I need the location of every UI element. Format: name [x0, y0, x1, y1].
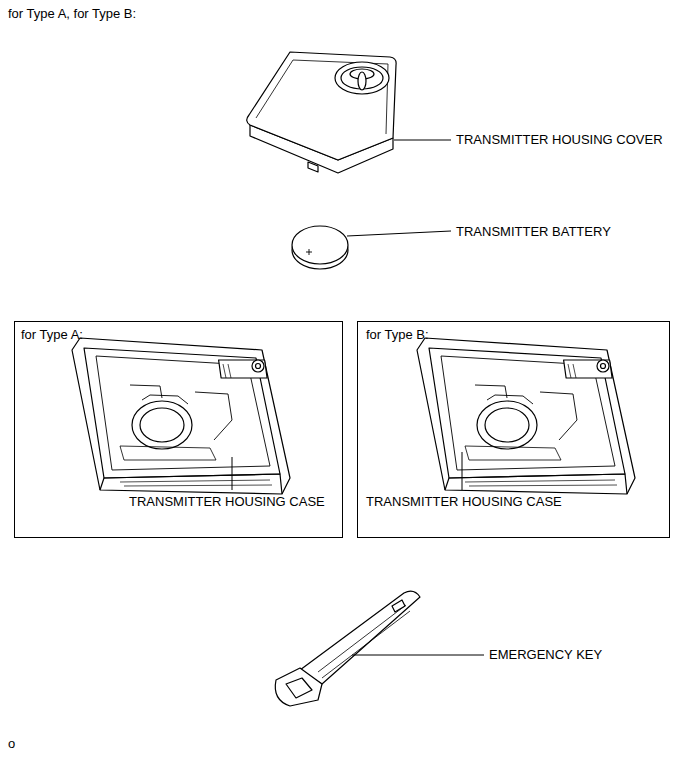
part-name: TRANSMITTER BATTERY — [456, 224, 611, 239]
part-name: EMERGENCY KEY — [489, 647, 602, 662]
part-name: TRANSMITTER HOUSING CASE — [129, 494, 325, 509]
variant-heading: for Type A: — [21, 327, 83, 342]
heading: for Type A, for Type B: — [8, 6, 136, 21]
part-name: TRANSMITTER HOUSING COVER — [456, 132, 663, 147]
figure-mark: o — [8, 736, 15, 751]
battery-drawing — [292, 226, 348, 269]
part-name: TRANSMITTER HOUSING CASE — [366, 494, 562, 509]
variant-heading: for Type B: — [366, 327, 429, 342]
variant-box: for Type A: TRANSMITTER HOUSING CASE — [14, 321, 343, 538]
case-drawing — [72, 338, 290, 494]
leader-lines — [232, 140, 484, 655]
variant-box: for Type B: TRANSMITTER HOUSING CASE — [357, 321, 670, 538]
cover-drawing — [247, 52, 396, 173]
key-drawing — [275, 591, 420, 706]
